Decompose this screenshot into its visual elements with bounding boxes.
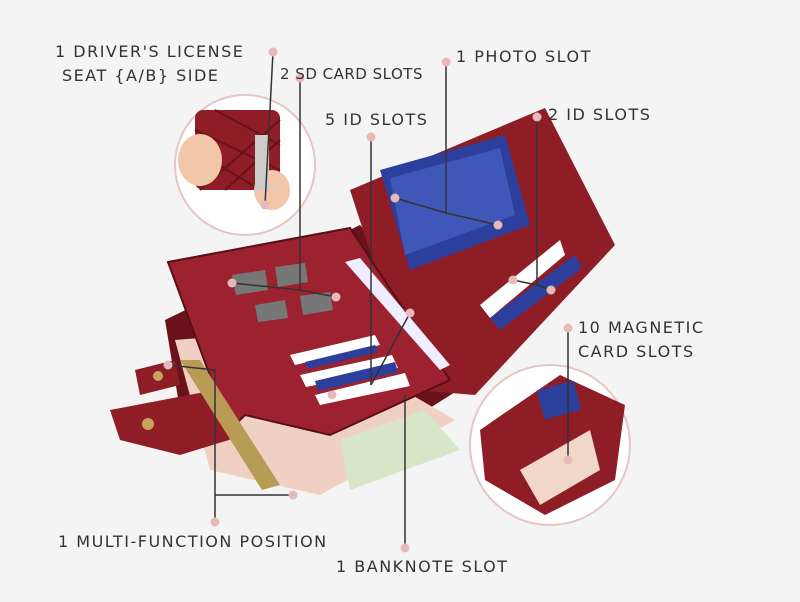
inset-magnetic-slots (469, 364, 631, 526)
label-drivers-license-side: SEAT {A/B} SIDE (62, 66, 220, 85)
label-multi-function: 1 MULTI-FUNCTION POSITION (58, 532, 328, 551)
label-5-id-slots: 5 ID SLOTS (325, 110, 429, 129)
label-photo-slot: 1 PHOTO SLOT (456, 47, 592, 66)
main-wallet (110, 108, 615, 495)
label-magnetic: 10 MAGNETIC (578, 318, 705, 337)
leader-lines (167, 51, 569, 546)
label-dots (163, 47, 573, 553)
label-banknote-slot: 1 BANKNOTE SLOT (336, 557, 509, 576)
label-drivers-license: 1 DRIVER'S LICENSE (55, 42, 245, 61)
label-sd-card-slots: 2 SD CARD SLOTS (280, 65, 423, 83)
label-2-id-slots: 2 ID SLOTS (548, 105, 652, 124)
inset-drivers-license (174, 94, 316, 236)
label-card-slots: CARD SLOTS (578, 342, 695, 361)
